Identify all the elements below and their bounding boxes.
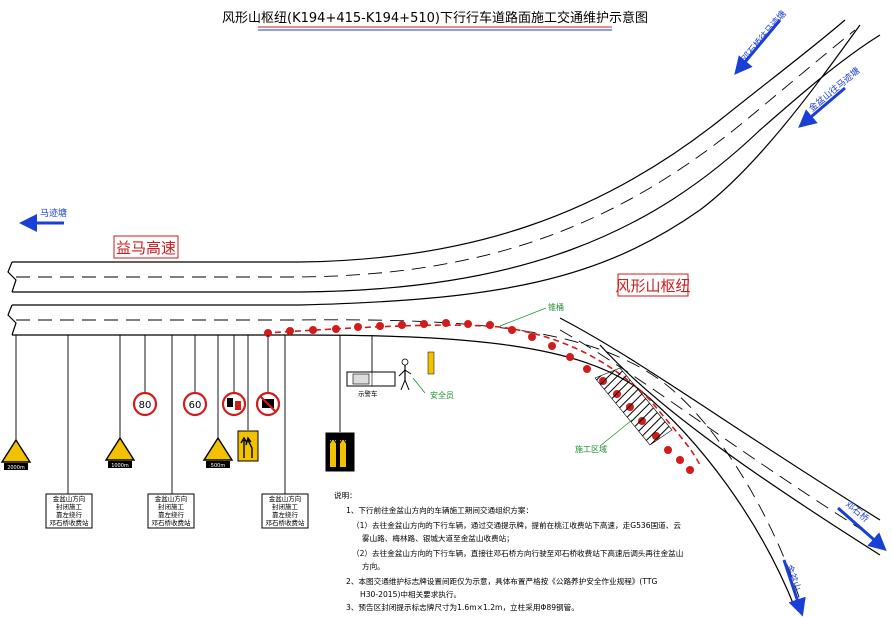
speed-60-text: 60: [189, 400, 202, 411]
road-edges: [7, 19, 881, 609]
board-line: 金盆山方向: [53, 494, 86, 503]
traffic-cone: [376, 322, 384, 330]
traffic-cone: [508, 326, 516, 334]
traffic-cone: [583, 365, 591, 373]
speed-80-text: 80: [139, 400, 152, 411]
traffic-cone: [264, 329, 272, 337]
flagman-callout: 安全员: [430, 390, 454, 400]
warning-sign-1000: 1000m: [104, 436, 136, 469]
note-line-8: 3、预告区封闭提示标志牌尺寸为1.6m×1.2m，立柱采用Φ89钢管。: [346, 602, 579, 612]
speed-limit-60-sign: 60: [182, 391, 208, 417]
jinpenshan-to-majitang-label: 金盆山往马迹塘: [806, 65, 862, 115]
majitang-label: 马迹塘: [40, 207, 67, 219]
board-line: 封闭施工: [158, 502, 185, 511]
warning-sign-2000: 2000m: [0, 438, 32, 471]
board-line: 邓石桥收费站: [152, 518, 192, 527]
board-line: 封闭施工: [272, 502, 299, 511]
traffic-cone: [686, 466, 694, 474]
work-zone-callout: 施工区域: [575, 444, 607, 454]
traffic-cone: [309, 326, 317, 334]
fengxing-label-box: [617, 273, 689, 297]
work-zone: [594, 367, 673, 446]
cone-callout: 锥桶: [548, 302, 564, 312]
sign-posts: [15, 335, 373, 495]
traffic-cone: [566, 353, 574, 361]
board-line: 金盆山方向: [269, 494, 302, 503]
board-line: 邓石桥收费站: [266, 518, 306, 527]
speed-limit-80-sign: 80: [132, 391, 158, 417]
note-line-3: 雾山路、梅林路、银城大道至金盆山收费站；: [362, 533, 514, 543]
fengxing-hub-label: 风形山枢纽: [615, 277, 690, 295]
merge-left-sign: [325, 432, 355, 472]
traffic-cone: [664, 446, 672, 454]
diagram-title: 风形山枢纽(K194+415-K194+510)下行行车道路面施工交通维护示意图: [222, 10, 648, 26]
traffic-cone: [354, 323, 362, 331]
note-line-2: （1）去往金盆山方向的下行车辆，通过交通提示牌，提前在桃江收费站下高速，走G53…: [352, 520, 681, 530]
callouts: 锥桶 安全员 施工区域: [412, 302, 633, 454]
board-line: 靠左绕行: [272, 510, 299, 519]
notes-block: 说明： 1、下行前往金盆山方向的车辆施工期间交通组织方案： （1）去往金盆山方向…: [334, 490, 683, 612]
traffic-cone: [676, 456, 684, 464]
traffic-cone: [332, 325, 340, 333]
board-line: 金盆山方向: [155, 494, 188, 503]
no-overtaking-sign: [221, 391, 247, 417]
note-line-5: 方向。: [362, 561, 385, 571]
warning-sign-500: 500m: [202, 436, 234, 469]
cone-line: [264, 324, 701, 466]
traffic-cone: [398, 321, 406, 329]
notes-heading: 说明：: [334, 490, 357, 500]
note-line-1: 1、下行前往金盆山方向的车辆施工期间交通组织方案：: [346, 505, 533, 515]
traffic-cone: [442, 319, 450, 327]
no-parking-sign: [255, 391, 281, 417]
flagman-figure: [398, 358, 412, 391]
traffic-cone: [548, 342, 556, 350]
note-line-4: （2）去往金盆山方向的下行车辆，直接往邓石桥方向行驶至邓石桥收费站下高速后调头再…: [352, 548, 683, 558]
dist-1000-text: 1000m: [111, 463, 129, 469]
note-line-7: H30-2015)中相关要求执行。: [360, 589, 461, 599]
dist-500-text: 500m: [211, 463, 226, 469]
note-line-6: 2、本图交通维护标志牌设置间距仅为示意，具体布置严格按《公路养护安全作业规程》(…: [346, 576, 657, 586]
escort-label: 示警车: [358, 389, 378, 398]
barrier-board: [427, 351, 435, 375]
info-boards: 金盆山方向封闭施工靠左绕行邓石桥收费站金盆山方向封闭施工靠左绕行邓石桥收费站金盆…: [45, 493, 309, 529]
board-line: 邓石桥收费站: [50, 518, 90, 527]
traffic-cone: [464, 320, 472, 328]
board-line: 封闭施工: [56, 502, 83, 511]
lane-closed-sign: [237, 430, 259, 462]
dengshiqiao-to-majitang-label: 邓石桥往马迹塘: [739, 8, 789, 64]
traffic-cone: [528, 333, 536, 341]
board-line: 靠左绕行: [56, 510, 83, 519]
board-line: 靠左绕行: [158, 510, 185, 519]
escort-vehicle: 示警车: [346, 371, 396, 398]
traffic-cone: [420, 320, 428, 328]
yima-expressway-label: 益马高速: [116, 239, 176, 257]
traffic-cone: [286, 327, 294, 335]
dist-2000-text: 2000m: [7, 465, 25, 471]
yima-label-box: [113, 235, 179, 259]
traffic-cone: [486, 321, 494, 329]
